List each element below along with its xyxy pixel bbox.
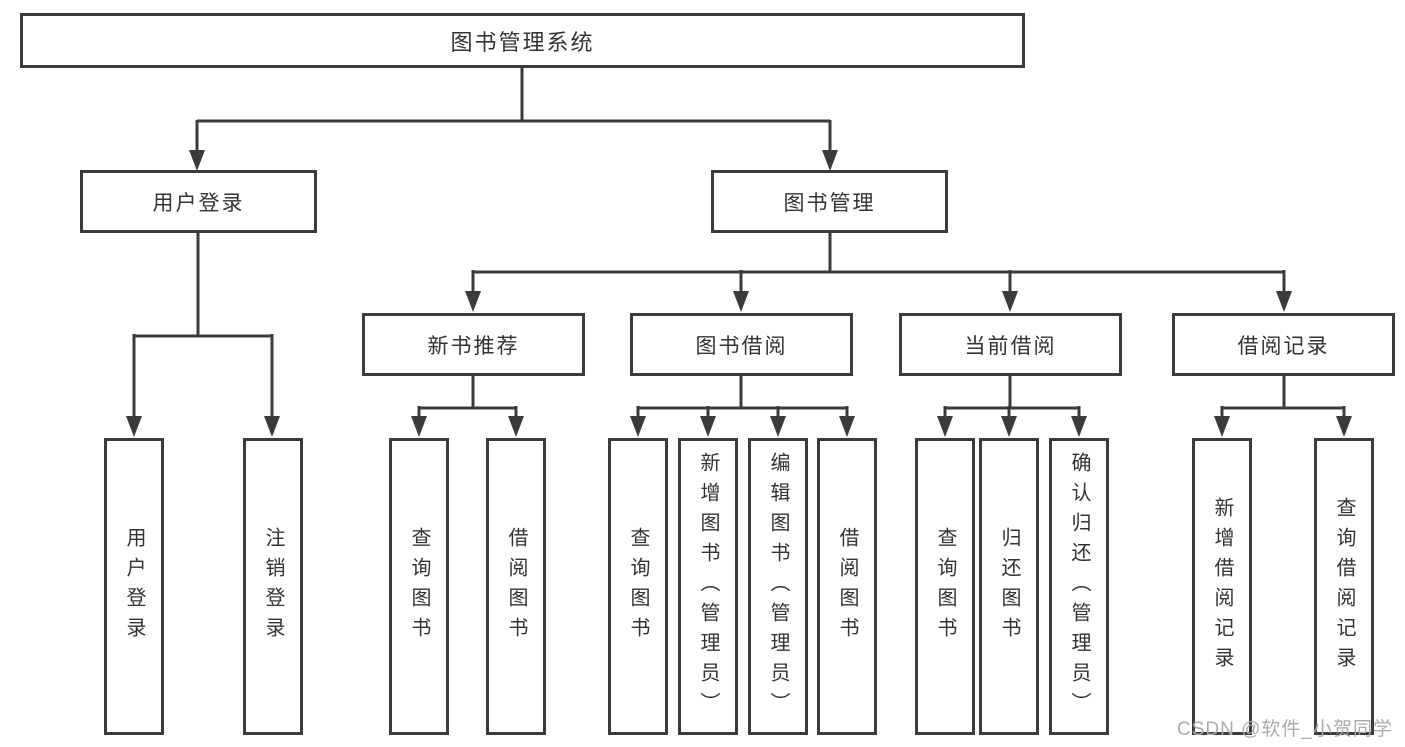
node-borrowing-records-label: 借阅记录 <box>1237 334 1330 358</box>
leaf-label: 借阅图书 <box>505 526 527 647</box>
node-leaf-user-login: 用户登录 <box>104 438 164 735</box>
node-user-login: 用户登录 <box>80 170 317 233</box>
node-bor-borrow-book: 借阅图书 <box>817 438 877 735</box>
leaf-label: 用户登录 <box>123 526 145 647</box>
node-rec-borrow-book: 借阅图书 <box>486 438 546 735</box>
node-cur-query-book: 查询图书 <box>915 438 975 735</box>
node-new-book-recommend: 新书推荐 <box>362 313 585 376</box>
node-book-management: 图书管理 <box>711 170 948 233</box>
node-current-borrowing: 当前借阅 <box>899 313 1122 376</box>
leaf-label: 查询图书 <box>627 526 649 647</box>
leaf-label: 新增借阅记录 <box>1211 496 1233 677</box>
node-cur-return-book: 归还图书 <box>979 438 1039 735</box>
node-book-borrowing: 图书借阅 <box>630 313 853 376</box>
node-new-book-recommend-label: 新书推荐 <box>427 334 520 358</box>
tree-edges <box>132 68 1346 417</box>
node-bor-add-book-admin: 新增图书（管理员） <box>678 438 738 735</box>
node-leaf-logout: 注销登录 <box>243 438 303 735</box>
watermark: CSDN @软件_小贺同学 <box>1177 719 1393 740</box>
node-borrowing-records: 借阅记录 <box>1172 313 1395 376</box>
node-rec-query-book: 查询图书 <box>389 438 449 735</box>
leaf-label: 新增图书（管理员） <box>697 451 719 722</box>
leaf-label: 查询借阅记录 <box>1333 496 1355 677</box>
node-brec-add-record: 新增借阅记录 <box>1192 438 1252 735</box>
leaf-label: 查询图书 <box>934 526 956 647</box>
leaf-label: 查询图书 <box>408 526 430 647</box>
leaf-label: 编辑图书（管理员） <box>767 451 789 722</box>
node-cur-confirm-return-admin: 确认归还（管理员） <box>1049 438 1109 735</box>
node-book-management-label: 图书管理 <box>783 191 876 215</box>
leaf-label: 归还图书 <box>998 526 1020 647</box>
node-bor-query-book: 查询图书 <box>608 438 668 735</box>
node-book-borrowing-label: 图书借阅 <box>695 334 788 358</box>
node-brec-query-record: 查询借阅记录 <box>1314 438 1374 735</box>
leaf-label: 确认归还（管理员） <box>1068 451 1090 722</box>
arrow-down-icons <box>126 150 1352 437</box>
leaf-label: 注销登录 <box>262 526 284 647</box>
node-current-borrowing-label: 当前借阅 <box>964 334 1057 358</box>
node-root-label: 图书管理系统 <box>450 29 595 55</box>
node-root: 图书管理系统 <box>20 13 1025 68</box>
node-user-login-label: 用户登录 <box>152 191 245 215</box>
node-bor-edit-book-admin: 编辑图书（管理员） <box>748 438 808 735</box>
leaf-label: 借阅图书 <box>836 526 858 647</box>
